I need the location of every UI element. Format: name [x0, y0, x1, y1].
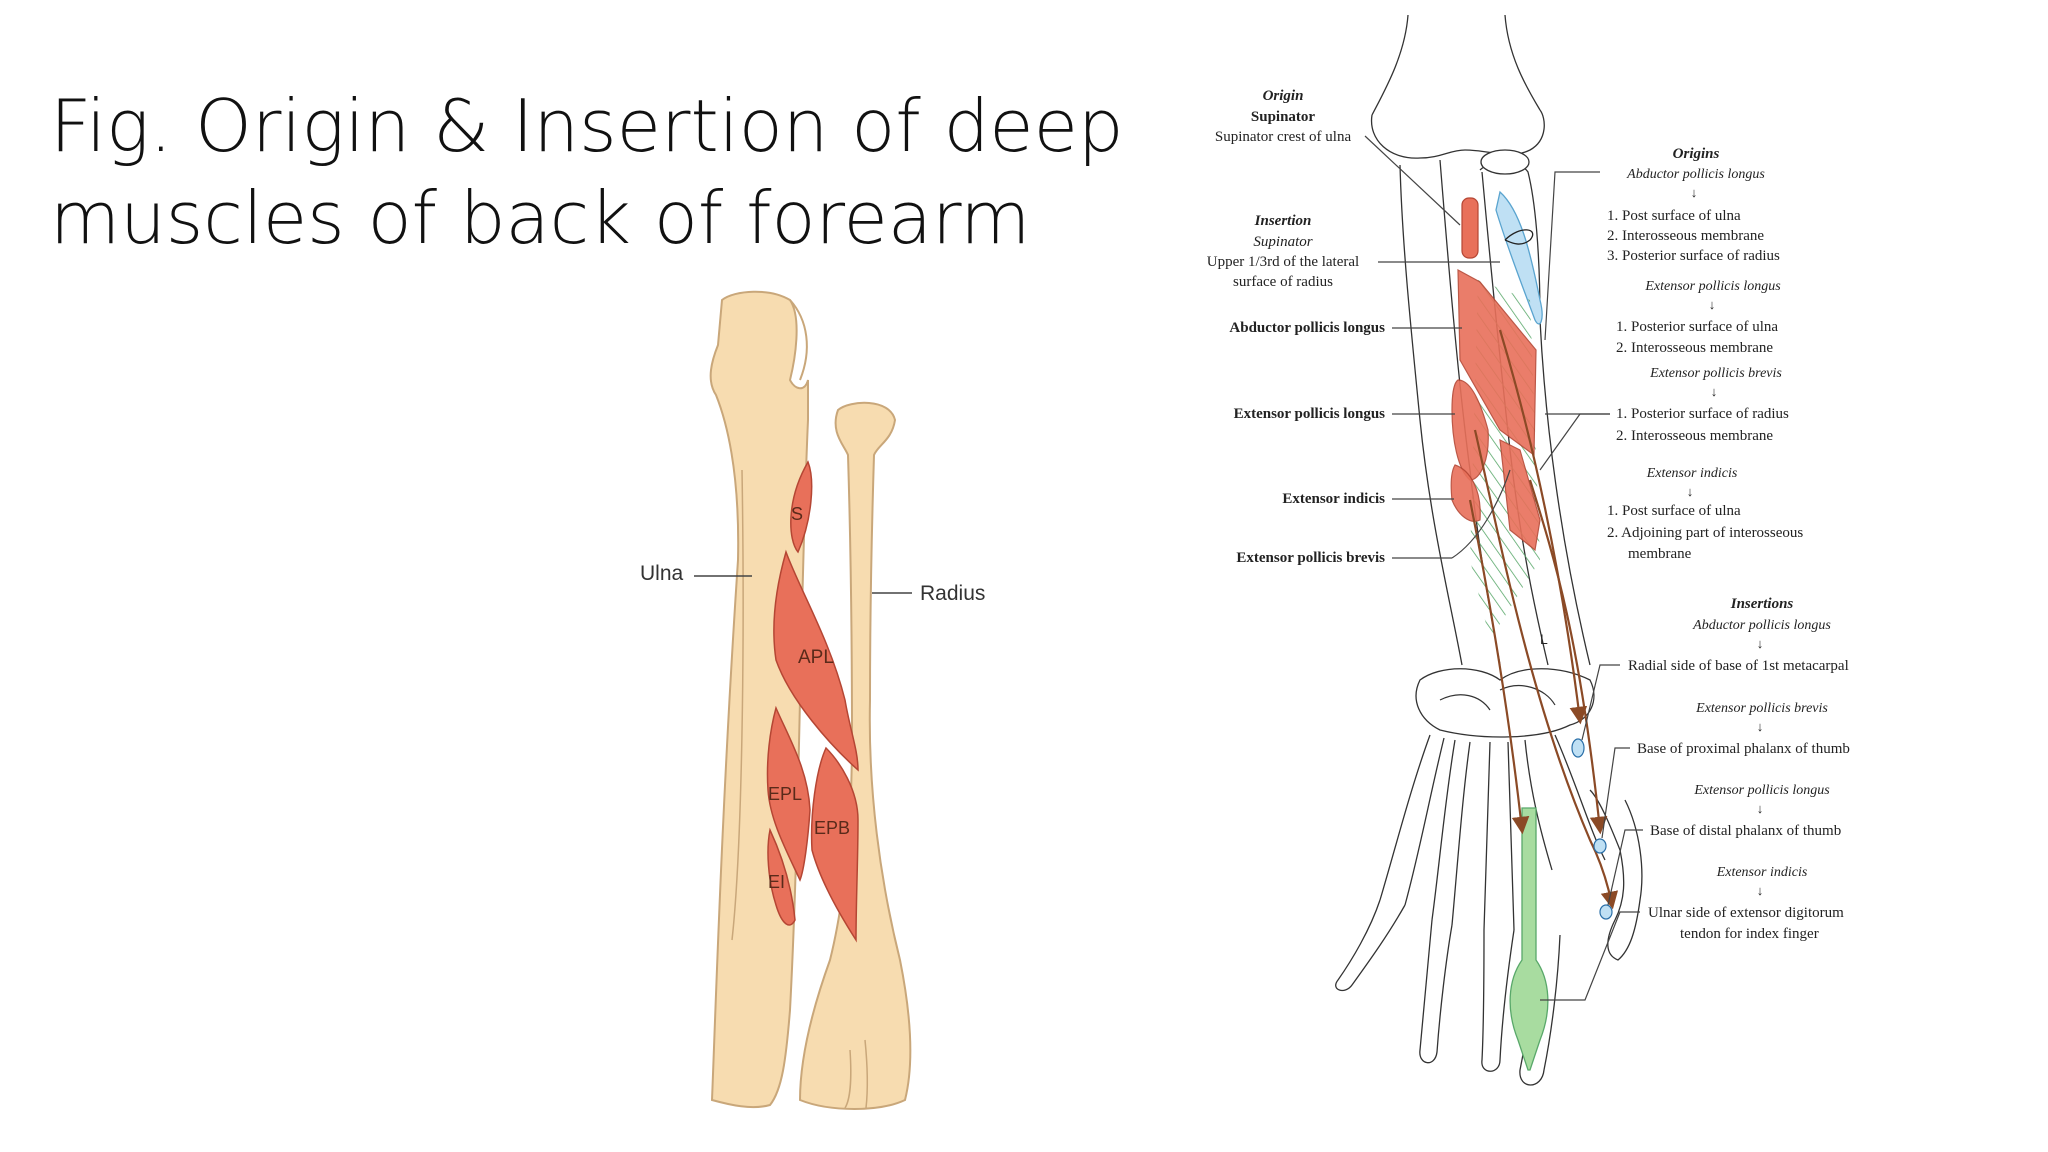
left-muscle-apl: Abductor pollicis longus: [1229, 320, 1385, 336]
muscle-label-ei: EI: [768, 872, 785, 892]
insertion-desc-1: Upper 1/3rd of the lateral: [1207, 254, 1359, 270]
origin-epl-item-2: 2. Interosseous membrane: [1616, 340, 1773, 356]
origin-arrow-3: ↓: [1711, 384, 1718, 399]
insertion-epl-item: Base of distal phalanx of thumb: [1650, 823, 1841, 839]
left-bones-figure: S APL EPL EPB EI Ulna Radius: [640, 292, 985, 1109]
origin-ei-item-1: 1. Post surface of ulna: [1607, 503, 1741, 519]
muscle-label-epb: EPB: [814, 818, 850, 838]
left-muscle-epb: Extensor pollicis brevis: [1236, 550, 1385, 566]
insertion-heading: Insertion: [1254, 213, 1312, 229]
origin-group-epb-muscle: Extensor pollicis brevis: [1649, 366, 1782, 381]
origin-group-ei-muscle: Extensor indicis: [1646, 466, 1738, 481]
insertion-epb-item: Base of proximal phalanx of thumb: [1637, 741, 1850, 757]
insertion-desc-2: surface of radius: [1233, 274, 1333, 290]
origin-group-epl-muscle: Extensor pollicis longus: [1644, 279, 1781, 294]
origin-ei-item-3: membrane: [1628, 546, 1692, 562]
muscle-label-s: S: [791, 504, 803, 524]
origins-heading: Origins: [1673, 146, 1720, 162]
ulna-label: Ulna: [640, 562, 684, 585]
origin-arrow-4: ↓: [1687, 484, 1694, 499]
insertion-arrow-2: ↓: [1757, 719, 1764, 734]
insertion-group-apl-muscle: Abductor pollicis longus: [1692, 618, 1831, 633]
origin-epb-item-2: 2. Interosseous membrane: [1616, 428, 1773, 444]
insertions-column: Insertions Abductor pollicis longus ↓ Ra…: [1540, 596, 1850, 1000]
origin-apl-item-1: 1. Post surface of ulna: [1607, 208, 1741, 224]
insertion-group-epl-muscle: Extensor pollicis longus: [1693, 783, 1830, 798]
origin-muscle: Supinator: [1251, 109, 1316, 125]
ulna-bone: [711, 292, 808, 1107]
left-muscle-epl: Extensor pollicis longus: [1234, 406, 1386, 422]
insertion-muscle: Supinator: [1253, 234, 1312, 250]
origin-group-apl-muscle: Abductor pollicis longus: [1626, 167, 1765, 182]
insertion-group-ei-muscle: Extensor indicis: [1716, 865, 1808, 880]
origin-epb-item-1: 1. Posterior surface of radius: [1616, 406, 1789, 422]
left-muscle-ei: Extensor indicis: [1282, 491, 1385, 507]
origin-ei-item-2: 2. Adjoining part of interosseous: [1607, 525, 1803, 541]
radius-label: Radius: [920, 582, 985, 605]
origin-apl-item-2: 2. Interosseous membrane: [1607, 228, 1764, 244]
insertions-heading: Insertions: [1730, 596, 1794, 612]
insertion-ei-item-1: Ulnar side of extensor digitorum: [1648, 905, 1844, 921]
origin-epl-item-1: 1. Posterior surface of ulna: [1616, 319, 1778, 335]
origins-column: Origins Abductor pollicis longus ↓ 1. Po…: [1540, 146, 1803, 562]
origin-heading: Origin: [1263, 88, 1304, 104]
origin-desc: Supinator crest of ulna: [1215, 129, 1352, 145]
origin-arrow-2: ↓: [1709, 297, 1716, 312]
insertion-apl-item: Radial side of base of 1st metacarpal: [1628, 658, 1849, 674]
origin-arrow-1: ↓: [1691, 185, 1698, 200]
ei-tendon-green: [1510, 808, 1548, 1070]
insertion-arrow-1: ↓: [1757, 636, 1764, 651]
insertion-arrow-3: ↓: [1757, 801, 1764, 816]
insertion-ei-item-2: tendon for index finger: [1680, 926, 1819, 942]
insertion-group-epb-muscle: Extensor pollicis brevis: [1695, 701, 1828, 716]
muscle-label-apl: APL: [798, 647, 834, 668]
bone-marker-l: L: [1540, 631, 1548, 647]
muscle-label-epl: EPL: [768, 784, 802, 804]
supinator-origin-red: [1462, 198, 1478, 258]
origin-apl-item-3: 3. Posterior surface of radius: [1607, 248, 1780, 264]
insertion-arrow-4: ↓: [1757, 883, 1764, 898]
